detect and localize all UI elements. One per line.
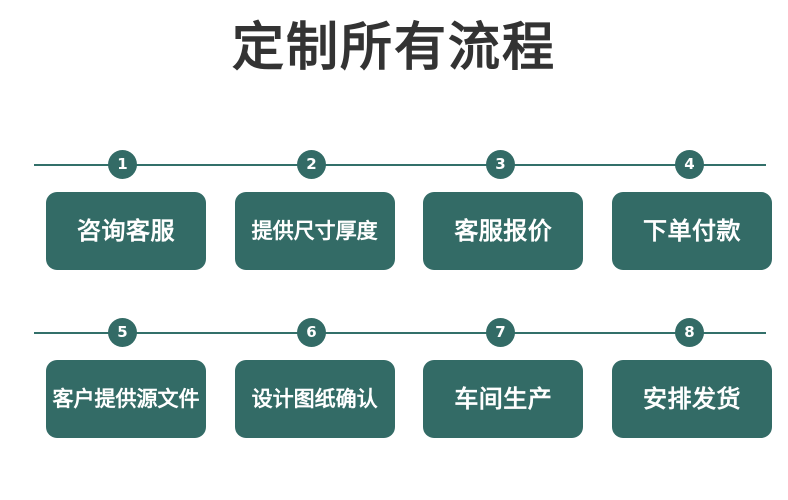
flow-card-label-step-7: 车间生产 <box>454 385 553 413</box>
flow-card-label-step-5: 客户提供源文件 <box>52 387 200 411</box>
step-badge-1: 1 <box>108 150 137 179</box>
flow-card-step-7[interactable]: 车间生产 <box>423 360 584 438</box>
flow-card-group-row-2: 客户提供源文件 设计图纸确认 车间生产 安排发货 <box>46 360 772 438</box>
flow-card-step-8[interactable]: 安排发货 <box>611 360 772 438</box>
step-badge-2: 2 <box>297 150 326 179</box>
flow-card-label-step-8: 安排发货 <box>642 385 741 413</box>
flow-card-step-4[interactable]: 下单付款 <box>611 192 772 270</box>
flow-card-step-1[interactable]: 咨询客服 <box>46 192 206 270</box>
step-badge-track-row-1: 1 2 3 4 <box>46 150 772 180</box>
page-title: 定制所有流程 <box>231 18 556 78</box>
step-badge-8: 8 <box>675 318 704 347</box>
flow-row-2: 5 6 7 8 客户提供源文件 设计图纸确认 车间生产 安排发货 <box>0 318 788 458</box>
flow-card-step-3[interactable]: 客服报价 <box>423 192 584 270</box>
step-badge-5: 5 <box>108 318 137 347</box>
flow-card-label-step-3: 客服报价 <box>454 217 553 245</box>
step-badge-4: 4 <box>675 150 704 179</box>
flow-card-step-2[interactable]: 提供尺寸厚度 <box>234 192 395 270</box>
step-badge-7: 7 <box>486 318 515 347</box>
flow-card-step-5[interactable]: 客户提供源文件 <box>46 360 206 438</box>
flow-card-step-6[interactable]: 设计图纸确认 <box>234 360 395 438</box>
step-badge-track-row-2: 5 6 7 8 <box>46 318 772 348</box>
flow-card-label-step-6: 设计图纸确认 <box>251 387 378 411</box>
flow-card-label-step-1: 咨询客服 <box>77 217 175 245</box>
flow-card-group-row-1: 咨询客服 提供尺寸厚度 客服报价 下单付款 <box>46 192 772 270</box>
connector-line-row-2 <box>34 332 766 334</box>
connector-line-row-1 <box>34 164 766 166</box>
step-badge-6: 6 <box>297 318 326 347</box>
step-badge-3: 3 <box>486 150 515 179</box>
flow-card-label-step-4: 下单付款 <box>642 217 741 245</box>
flow-card-label-step-2: 提供尺寸厚度 <box>251 219 378 243</box>
flow-row-1: 1 2 3 4 咨询客服 提供尺寸厚度 客服报价 下单付款 <box>0 150 788 290</box>
